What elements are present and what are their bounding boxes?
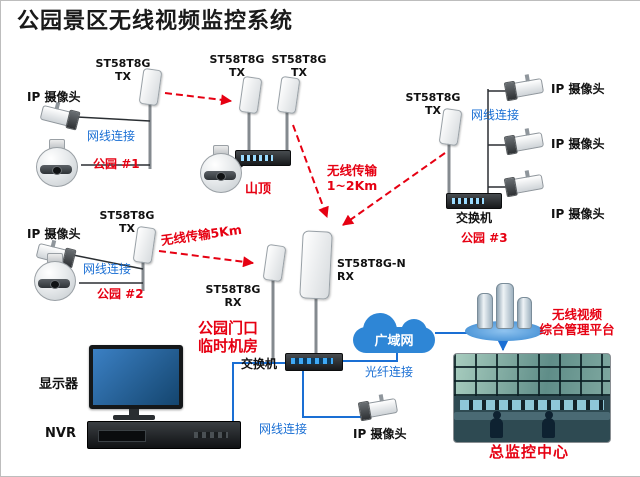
park3-cable-label: 网线连接 — [471, 108, 520, 122]
rxn-label: ST58T8G-N RX — [337, 257, 406, 284]
park3-camera3-label: IP 摄像头 — [551, 207, 605, 221]
park3-tx-label: ST58T8G TX — [405, 91, 461, 118]
monitor-label: 显示器 — [39, 377, 79, 392]
monitoring-room-photo — [453, 353, 611, 443]
video-wall — [454, 354, 610, 396]
operator-2 — [542, 411, 555, 438]
park2-name: 公园 #2 — [97, 287, 144, 301]
rx-label: ST58T8G RX — [205, 283, 261, 310]
machine-room-switch-label: 交换机 — [241, 357, 278, 371]
operator-1 — [490, 411, 503, 438]
fiber-label: 光纤连接 — [365, 365, 414, 379]
wireless-arrow-park2-rx — [158, 250, 255, 268]
hilltop-wireless-ap1-icon — [238, 75, 263, 115]
park3-name: 公园 #3 — [461, 231, 508, 245]
mounting-poles — [141, 101, 451, 363]
bottom-cable-label: 网线连接 — [259, 422, 308, 436]
wireless-arrow-park1-hilltop — [164, 92, 233, 106]
nvr-label: NVR — [45, 426, 76, 441]
page-title: 公园景区无线视频监控系统 — [17, 9, 294, 34]
hilltop-switch-icon — [235, 150, 291, 166]
wireless-arrow-park3-rx — [342, 152, 446, 226]
wan-cloud: 广域网 — [353, 313, 435, 353]
monitoring-center-name: 总监控中心 — [489, 443, 570, 461]
rx-wireless-ap-icon — [262, 243, 287, 283]
wireless-links — [158, 92, 446, 268]
park1-cable-label: 网线连接 — [87, 129, 136, 143]
monitor-icon — [89, 345, 183, 421]
network-cables — [72, 89, 509, 284]
park2-cable-label: 网线连接 — [83, 262, 132, 276]
park2-dome-camera-icon — [31, 253, 77, 303]
console-desk — [454, 412, 610, 420]
hilltop-tx1-label: ST58T8G TX — [209, 53, 265, 80]
park3-switch-label: 交换机 — [456, 211, 493, 225]
wireless-range-label: 无线传输 1~2Km — [326, 163, 378, 193]
nvr-icon — [87, 421, 241, 449]
rxn-antenna-icon — [299, 230, 333, 300]
park3-camera1-label: IP 摄像头 — [551, 82, 605, 96]
park2-camera-label: IP 摄像头 — [27, 227, 81, 241]
hilltop-wireless-ap2-icon — [276, 75, 301, 115]
platform-label: 无线视频 综合管理平台 — [539, 307, 615, 337]
park2-tx-label: ST58T8G TX — [99, 209, 155, 236]
hilltop-name: 山顶 — [245, 182, 272, 197]
wireless-arrow-hilltop-rx — [292, 124, 329, 219]
hilltop-dome-camera-icon — [197, 145, 243, 195]
lan-cables — [232, 332, 509, 423]
park1-dome-camera-icon — [33, 139, 79, 189]
park1-tx-label: ST58T8G TX — [95, 57, 151, 84]
machine-room-switch-icon — [285, 353, 343, 371]
park1-camera-label: IP 摄像头 — [27, 90, 81, 104]
wan-label: 广域网 — [374, 334, 414, 349]
server-platform-icon — [465, 283, 543, 341]
park3-camera2-label: IP 摄像头 — [551, 137, 605, 151]
hilltop-tx2-label: ST58T8G TX — [271, 53, 327, 80]
park1-name: 公园 #1 — [93, 157, 140, 171]
bottom-camera-label: IP 摄像头 — [353, 427, 407, 441]
park3-switch-icon — [446, 193, 502, 209]
machine-room-name: 公园门口 临时机房 — [197, 319, 258, 355]
console-monitors — [460, 400, 604, 410]
